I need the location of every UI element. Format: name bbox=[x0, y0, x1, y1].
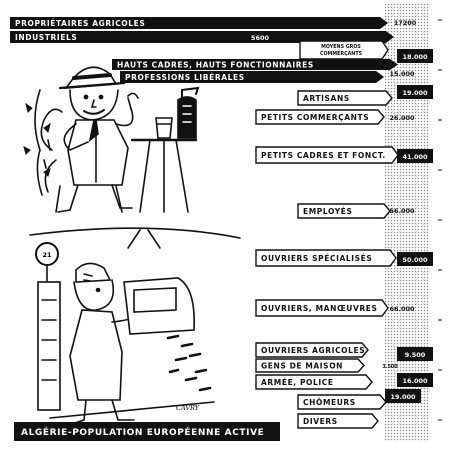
bar-label-4: HAUTS CADRES, HAUTS FONCTIONNAIRES bbox=[117, 61, 314, 70]
bar-11 bbox=[255, 299, 389, 317]
value-box-6 bbox=[397, 85, 433, 99]
bar-label-10: OUVRIERS SPÉCIALISÉS bbox=[261, 254, 372, 263]
seated-man-illustration bbox=[23, 66, 200, 213]
bar-label-7: PETITS COMMERÇANTS bbox=[261, 113, 369, 122]
bar-4-arrow bbox=[390, 59, 398, 70]
value-box-15 bbox=[385, 389, 421, 403]
bar-label-9: EMPLOYÉS bbox=[303, 207, 352, 216]
value-label-9: 56.000 bbox=[389, 207, 415, 215]
value-label-2: 5600 bbox=[251, 34, 270, 42]
value-label-1: 17200 bbox=[394, 19, 417, 27]
value-label-13: 3.500 bbox=[382, 364, 398, 370]
bar-6 bbox=[297, 90, 393, 106]
bar-2 bbox=[10, 31, 386, 43]
bar-5-arrow bbox=[376, 71, 384, 83]
bar-9 bbox=[297, 203, 391, 219]
bar-16 bbox=[297, 413, 379, 429]
bar-label-1: PROPRIÉTAIRES AGRICOLES bbox=[15, 19, 145, 28]
bar-2-arrow bbox=[386, 31, 394, 43]
bar-label-16: DIVERS bbox=[303, 417, 338, 426]
bar-4 bbox=[112, 59, 390, 70]
value-label-10: 50.000 bbox=[402, 256, 428, 264]
bar-label-12: OUVRIERS AGRICOLES bbox=[261, 346, 365, 355]
value-label-15: 19.000 bbox=[390, 393, 416, 401]
bar-8 bbox=[255, 146, 399, 164]
right-margin-ticks bbox=[438, 19, 442, 421]
value-label-11: 66.000 bbox=[389, 305, 415, 313]
bar-label-2: INDUSTRIELS bbox=[15, 33, 77, 42]
bar-1 bbox=[10, 17, 380, 29]
bar-label-15: CHÔMEURS bbox=[303, 398, 356, 407]
caption-banner bbox=[14, 422, 280, 441]
bar-1-arrow bbox=[380, 17, 388, 29]
bar-label-5: PROFESSIONS LIBÉRALES bbox=[125, 73, 245, 82]
chart-title: ALGÉRIE-POPULATION EUROPÉENNE ACTIVE bbox=[21, 426, 264, 438]
value-label-5: 15.000 bbox=[389, 70, 415, 78]
value-box-14 bbox=[397, 373, 433, 387]
value-box-8 bbox=[397, 149, 433, 163]
value-label-3: 18.000 bbox=[402, 53, 428, 61]
value-label-14: 16.000 bbox=[402, 377, 428, 385]
bar-label-11: OUVRIERS, MANŒUVRES bbox=[261, 304, 378, 313]
value-label-12: 9.500 bbox=[405, 351, 426, 359]
bar-13 bbox=[255, 358, 365, 373]
bar-7 bbox=[255, 109, 385, 125]
value-label-6: 19.000 bbox=[402, 89, 428, 97]
value-label-8: 41.000 bbox=[402, 153, 428, 161]
value-label-7: 26.000 bbox=[389, 114, 415, 122]
bars-group: PROPRIÉTAIRES AGRICOLES INDUSTRIELS MOYENS… bbox=[10, 17, 399, 429]
value-box-3 bbox=[397, 49, 433, 63]
bar-label-8: PETITS CADRES ET FONCT. bbox=[261, 151, 386, 160]
bar-14 bbox=[255, 374, 373, 390]
bar-label-14: ARMÉE, POLICE bbox=[261, 378, 334, 387]
bus-stop-number: 21 bbox=[42, 251, 52, 259]
dotted-column bbox=[385, 2, 430, 442]
bar-3 bbox=[299, 40, 389, 60]
worker-illustration bbox=[29, 227, 241, 425]
bar-5 bbox=[120, 71, 376, 83]
bar-15 bbox=[297, 394, 387, 410]
bar-10 bbox=[255, 249, 397, 267]
value-box-12 bbox=[397, 347, 433, 361]
values-group: 17200 5600 18.000 15.000 19.000 26.000 41.000 5… bbox=[251, 19, 433, 403]
artist-signature: CAVRY bbox=[176, 404, 200, 412]
bar-label-13: GENS DE MAISON bbox=[261, 362, 343, 371]
bar-label-6: ARTISANS bbox=[303, 94, 350, 103]
value-box-10 bbox=[397, 252, 433, 266]
bar-12 bbox=[255, 342, 369, 358]
